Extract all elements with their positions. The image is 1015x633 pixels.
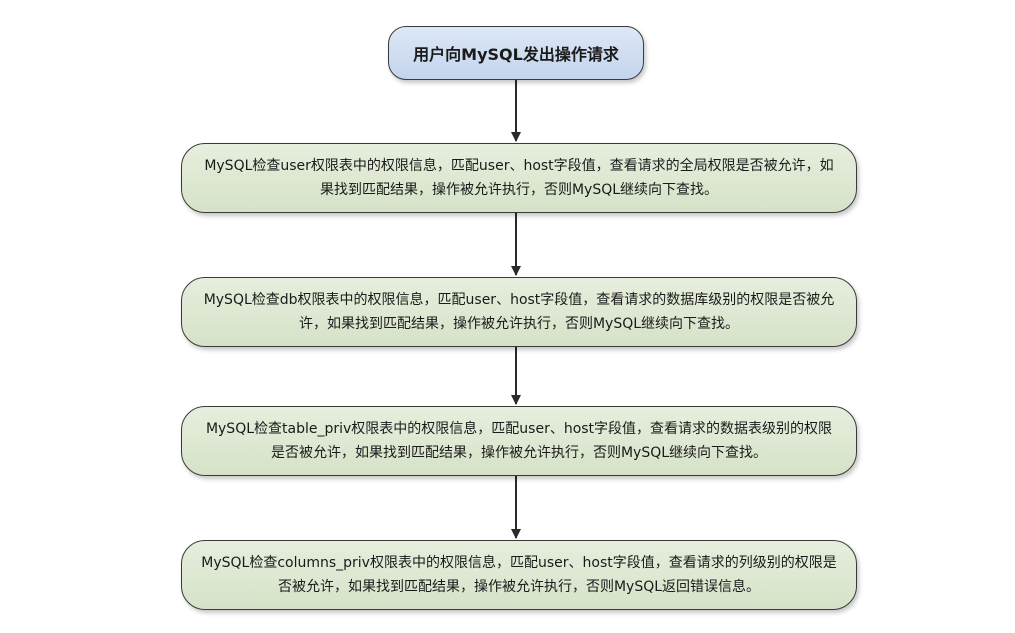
start-node-label: 用户向MySQL发出操作请求	[413, 45, 619, 64]
step-node-table-priv: MySQL检查table_priv权限表中的权限信息，匹配user、host字段…	[181, 406, 857, 476]
step-node-columns-priv: MySQL检查columns_priv权限表中的权限信息，匹配user、host…	[181, 540, 857, 610]
step-node-label: MySQL检查db权限表中的权限信息，匹配user、host字段值，查看请求的数…	[203, 292, 835, 332]
step-node-label: MySQL检查user权限表中的权限信息，匹配user、host字段值，查看请求…	[204, 158, 834, 198]
step-node-user-table: MySQL检查user权限表中的权限信息，匹配user、host字段值，查看请求…	[181, 143, 857, 213]
start-node: 用户向MySQL发出操作请求	[388, 26, 644, 80]
step-node-label: MySQL检查table_priv权限表中的权限信息，匹配user、host字段…	[205, 421, 833, 461]
step-node-label: MySQL检查columns_priv权限表中的权限信息，匹配user、host…	[201, 555, 837, 595]
step-node-db-table: MySQL检查db权限表中的权限信息，匹配user、host字段值，查看请求的数…	[181, 277, 857, 347]
